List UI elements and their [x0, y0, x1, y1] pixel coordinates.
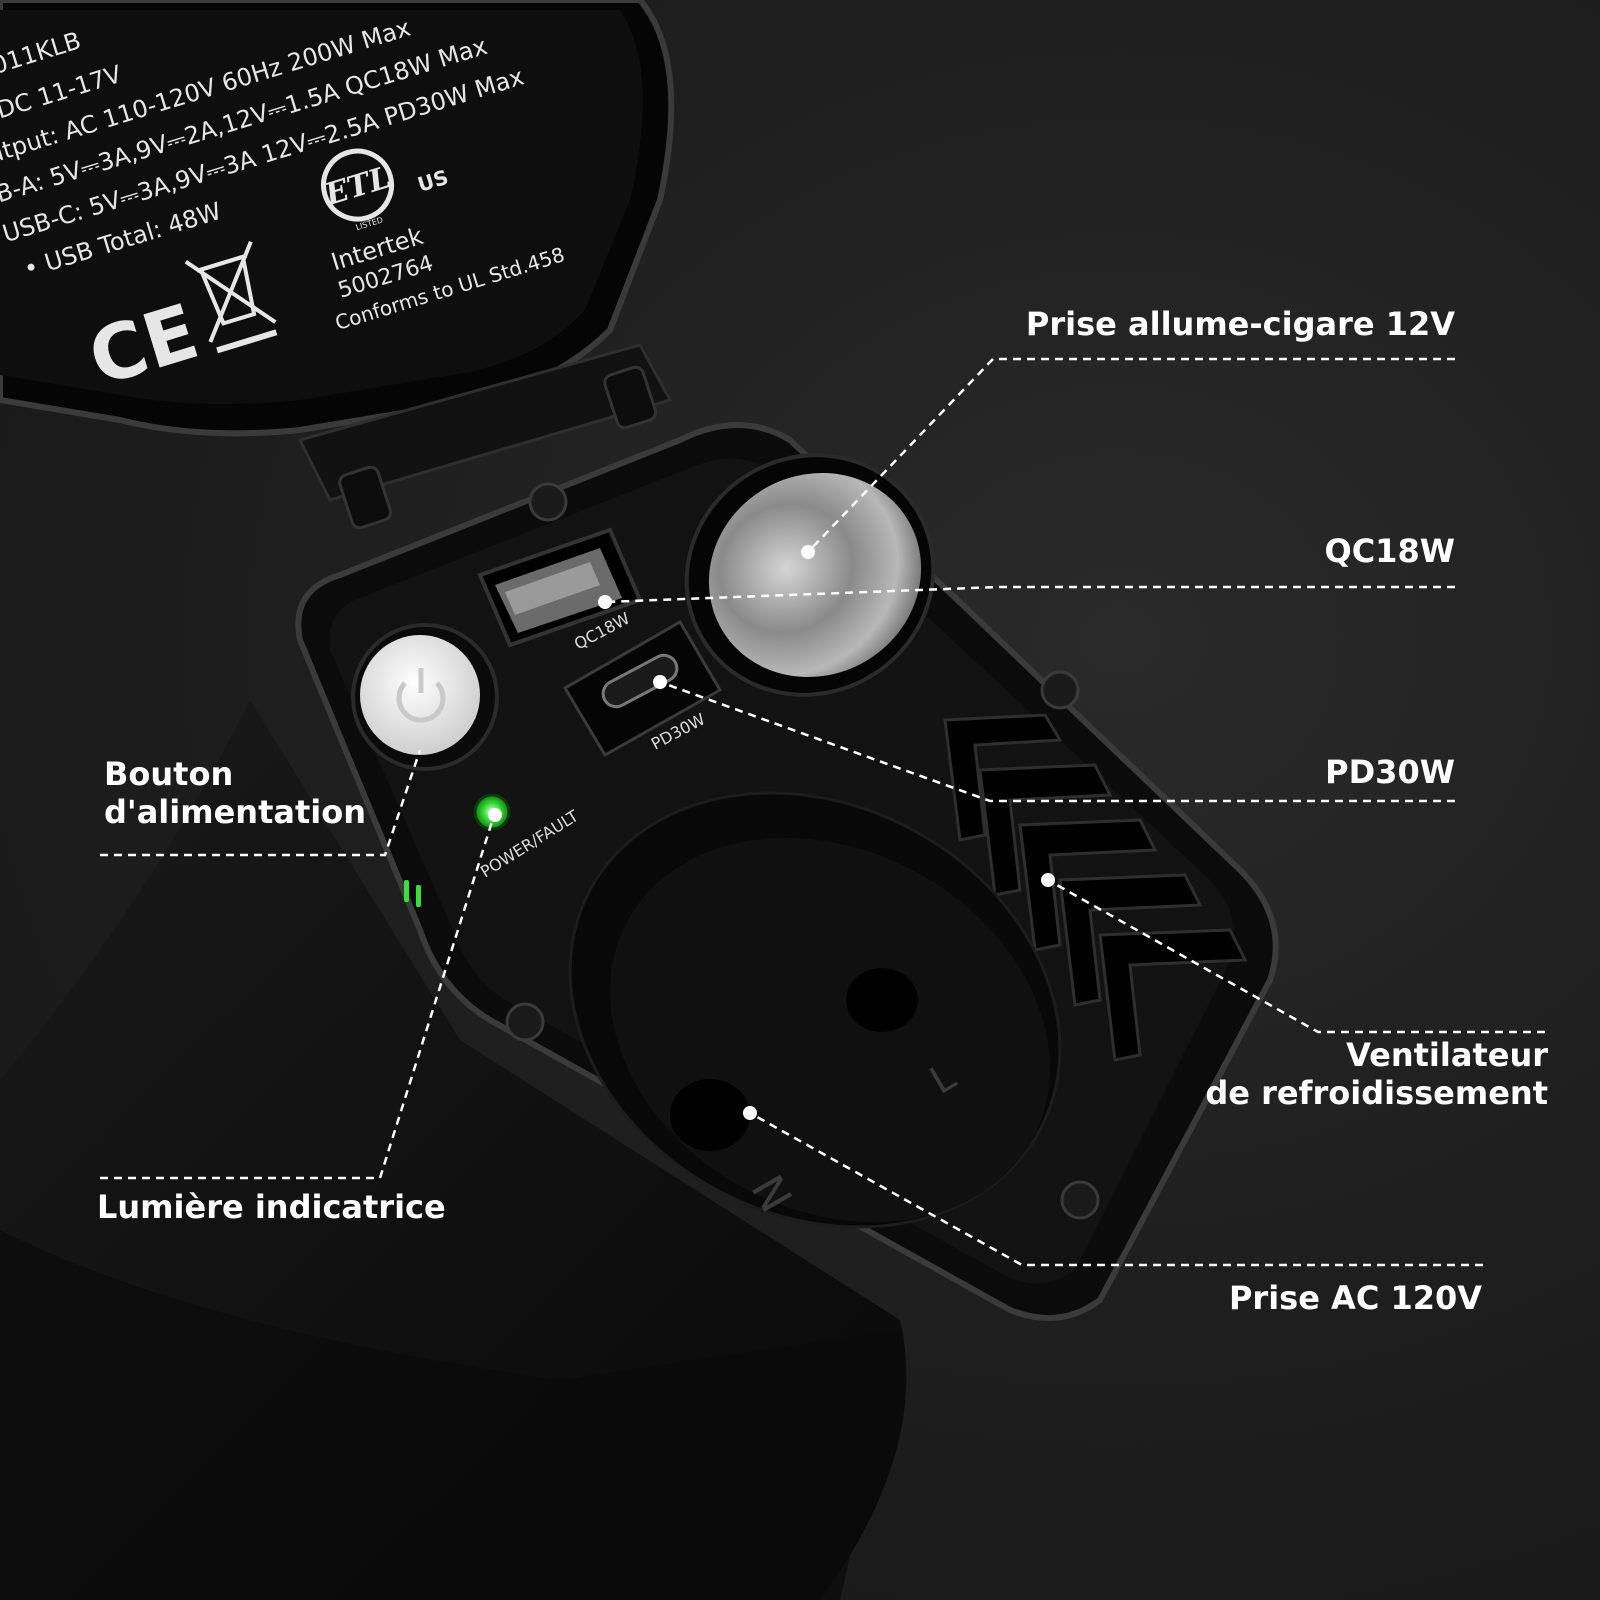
callout-power-button: Bouton d'alimentation	[104, 755, 366, 832]
power-button[interactable]	[351, 623, 499, 771]
pd30w-usb-c-port[interactable]	[562, 619, 723, 758]
callout-cigarette-socket: Prise allume-cigare 12V	[1025, 305, 1455, 343]
outlet-hole-l	[846, 968, 918, 1032]
screw	[1060, 1180, 1100, 1220]
qc18w-usb-a-port[interactable]	[477, 527, 643, 648]
outlet-hole-n	[670, 1079, 750, 1151]
callout-ac-outlet: Prise AC 120V	[1228, 1279, 1482, 1317]
callout-pd30w: PD30W	[1325, 753, 1455, 791]
callout-cooling-fan: Ventilateur de refroidissement	[1205, 1036, 1548, 1113]
weee-bin-icon	[184, 241, 278, 354]
screw	[1040, 670, 1080, 710]
callout-power-button-line2: d'alimentation	[104, 793, 366, 832]
callout-cooling-fan-line2: de refroidissement	[1205, 1074, 1548, 1113]
screw	[528, 482, 568, 522]
callout-power-button-line1: Bouton	[104, 755, 234, 793]
callout-indicator-light: Lumière indicatrice	[97, 1188, 446, 1226]
power-fault-led	[473, 793, 511, 831]
callout-qc18w: QC18W	[1324, 532, 1455, 570]
power-icon	[396, 668, 446, 723]
screw	[505, 1002, 545, 1042]
flip-lid[interactable]	[0, 0, 675, 530]
callout-cooling-fan-line1: Ventilateur	[1346, 1036, 1548, 1074]
lid-hinge	[297, 343, 673, 502]
